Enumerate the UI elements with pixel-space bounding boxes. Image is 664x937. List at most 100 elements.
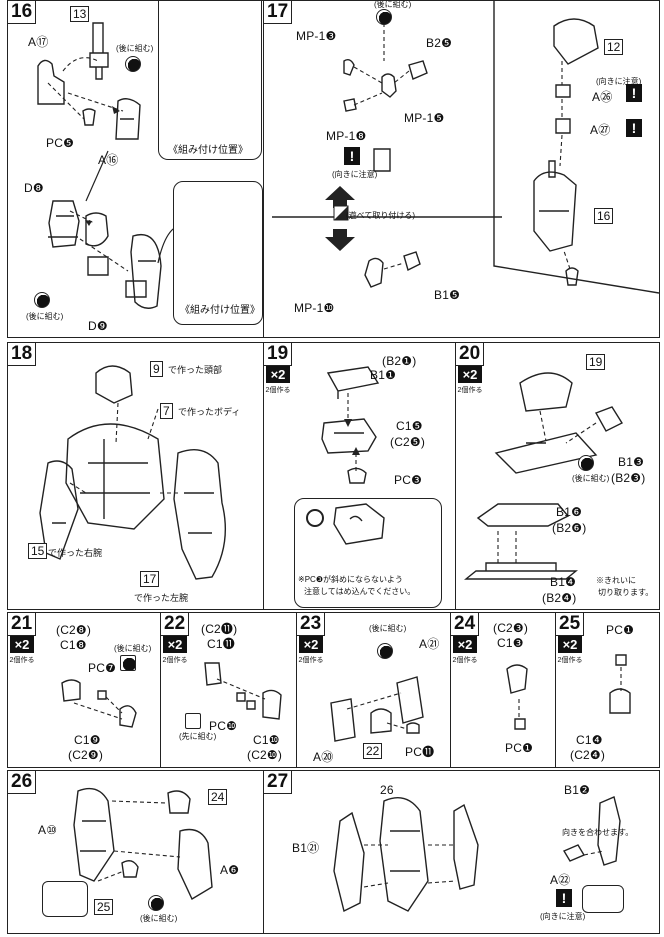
step-number: 20 bbox=[456, 343, 485, 366]
label-mp1-10: MP-1❿ bbox=[294, 301, 335, 315]
label-pc10: PC❿ bbox=[209, 719, 238, 733]
times-two: ×2 bbox=[163, 636, 187, 653]
step-number: 25 bbox=[556, 613, 585, 636]
label-pc5: PC❺ bbox=[46, 136, 75, 150]
position-caption-top: 《組み付け位置》 bbox=[168, 145, 248, 156]
label-b2-1: (B2❶) bbox=[382, 354, 417, 368]
step-18-illustration bbox=[39, 365, 227, 580]
label-pc3: PC❸ bbox=[394, 473, 423, 487]
tip-orient: 向きを合わせます。 bbox=[562, 828, 634, 837]
tip-tuck-later: (後に組む) bbox=[114, 644, 152, 653]
label-c2-5: (C2❺) bbox=[390, 435, 426, 449]
tip-movable: (遊べて取り付ける) bbox=[346, 211, 416, 220]
step-26-illustration bbox=[73, 787, 213, 900]
step-24-panel: 24 ×2 2個作る (C2❸) C1❸ PC❶ bbox=[450, 612, 557, 768]
label-c1-5: C1❺ bbox=[396, 419, 423, 433]
times-two: ×2 bbox=[299, 636, 323, 653]
make-two: 2個作る bbox=[9, 657, 35, 664]
tuck-later-icon bbox=[377, 643, 393, 659]
detail-inset bbox=[42, 881, 88, 917]
label-a21: A㉑ bbox=[419, 637, 440, 651]
left-arm-caption: で作った左腕 bbox=[134, 593, 189, 603]
ref-17: 17 bbox=[140, 571, 160, 587]
step-21-panel: 21 ×2 2個作る (C2❽) C1❽ (後に組む) PC❼ C1❾ (C2❾… bbox=[7, 612, 162, 768]
label-b1-5: B1❺ bbox=[434, 288, 461, 302]
tip-tuck-later: (後に組む) bbox=[572, 474, 610, 483]
label-a22: A㉒ bbox=[550, 873, 571, 887]
ref-12: 12 bbox=[604, 39, 624, 55]
step-number: 16 bbox=[8, 1, 37, 24]
step-19-panel: 19 ×2 2個作る (B2❶) B1❶ C1❺ (C2❺) PC❸ ※PC❸が… bbox=[263, 342, 457, 610]
step-number: 18 bbox=[8, 343, 37, 366]
tuck-later-icon bbox=[34, 292, 50, 308]
label-ref-26: 26 bbox=[380, 783, 394, 797]
step-23-illustration bbox=[330, 676, 424, 742]
tip-tuck-later: (後に組む) bbox=[140, 914, 178, 923]
step-21-illustration bbox=[61, 679, 137, 728]
tip-tuck-later: (後に組む) bbox=[374, 0, 412, 9]
label-c1-11: C1⓫ bbox=[207, 637, 235, 651]
step-25-illustration bbox=[609, 654, 631, 714]
step-number: 22 bbox=[161, 613, 190, 636]
label-c1-4: C1❹ bbox=[576, 733, 603, 747]
head-caption: で作った頭部 bbox=[168, 365, 223, 375]
caution-icon: ! bbox=[626, 119, 642, 137]
quantity-badge: ×2 2個作る bbox=[297, 636, 325, 665]
tip-orientation: (向きに注意) bbox=[332, 170, 378, 179]
ok-example-box bbox=[294, 498, 442, 608]
cut-note-2: 切り取ります。 bbox=[598, 588, 654, 597]
step-number: 24 bbox=[451, 613, 480, 636]
label-d8: D❽ bbox=[24, 181, 44, 195]
label-b2-3: (B2❸) bbox=[611, 471, 646, 485]
times-two: ×2 bbox=[453, 636, 477, 653]
ref-24: 24 bbox=[208, 789, 228, 805]
label-a20: A⑳ bbox=[313, 750, 334, 764]
label-mp1-8: MP-1❽ bbox=[326, 129, 367, 143]
step-number: 17 bbox=[264, 1, 293, 24]
ref-9: 9 bbox=[150, 361, 163, 377]
note-line-1: ※PC❸が斜めにならないよう bbox=[298, 575, 403, 584]
step-26-panel: 26 24 A⑩ A❻ 25 (後に組む) bbox=[7, 770, 265, 934]
tip-orientation: (向きに注意) bbox=[540, 912, 586, 921]
label-c1-8: C1❽ bbox=[60, 638, 87, 652]
tip-orientation-2: (向きに注意) bbox=[596, 77, 642, 86]
step-23-panel: 23 ×2 2個作る (後に組む) A㉑ A⑳ 22 PC⓫ bbox=[296, 612, 452, 768]
quantity-badge: ×2 2個作る bbox=[456, 366, 484, 395]
position-inset-bottom bbox=[173, 181, 263, 325]
quantity-badge: ×2 2個作る bbox=[264, 366, 292, 395]
times-two: ×2 bbox=[10, 636, 34, 653]
label-b1-21: B1㉑ bbox=[292, 841, 320, 855]
quantity-badge: ×2 2個作る bbox=[556, 636, 584, 665]
caution-icon: ! bbox=[344, 147, 360, 165]
label-b2-6: (B2❻) bbox=[552, 521, 587, 535]
step-20-panel: 20 ×2 2個作る 19 (後に組む) B1❸ (B2❸) B1❻ (B2❻)… bbox=[455, 342, 660, 610]
step-27-panel: 27 26 B1㉑ B1❷ 向きを合わせます。 A㉒ ! (向きに注意) bbox=[263, 770, 660, 934]
make-two: 2個作る bbox=[162, 657, 188, 664]
tip-tuck-later: (後に組む) bbox=[369, 624, 407, 633]
label-a26: A㉖ bbox=[592, 90, 613, 104]
ref-13: 13 bbox=[70, 6, 90, 22]
tip-tuck-later: (後に組む) bbox=[116, 44, 154, 53]
label-a6: A❻ bbox=[220, 863, 240, 877]
tip-tuck-later-2: (後に組む) bbox=[26, 312, 64, 321]
label-b2-5: B2❺ bbox=[426, 36, 453, 50]
step-number: 21 bbox=[8, 613, 37, 636]
step-16-panel: 16 13 A⑰ (後に組む) PC❺ A⑯ 《組み付け位置》 D❽ ( bbox=[7, 0, 265, 338]
tuck-later-icon bbox=[578, 455, 594, 471]
label-b2-4: (B2❹) bbox=[542, 591, 577, 605]
label-c1-9: C1❾ bbox=[74, 733, 101, 747]
position-caption-bottom: 《組み付け位置》 bbox=[180, 305, 260, 316]
label-pc7: PC❼ bbox=[88, 661, 117, 675]
step-number: 26 bbox=[8, 771, 37, 794]
step-25-panel: 25 ×2 2個作る PC❶ C1❹ (C2❹) bbox=[555, 612, 660, 768]
label-c2-11: (C2⓫) bbox=[201, 622, 238, 636]
make-two: 2個作る bbox=[298, 657, 324, 664]
position-inset-top bbox=[158, 1, 262, 160]
label-pc1: PC❶ bbox=[505, 741, 534, 755]
label-c2-4: (C2❹) bbox=[570, 748, 606, 762]
times-two: ×2 bbox=[458, 366, 482, 383]
label-c2-9: (C2❾) bbox=[68, 748, 104, 762]
label-mp1-5: MP-1❺ bbox=[404, 111, 445, 125]
ref-25: 25 bbox=[94, 899, 114, 915]
label-b1-3: B1❸ bbox=[618, 455, 645, 469]
